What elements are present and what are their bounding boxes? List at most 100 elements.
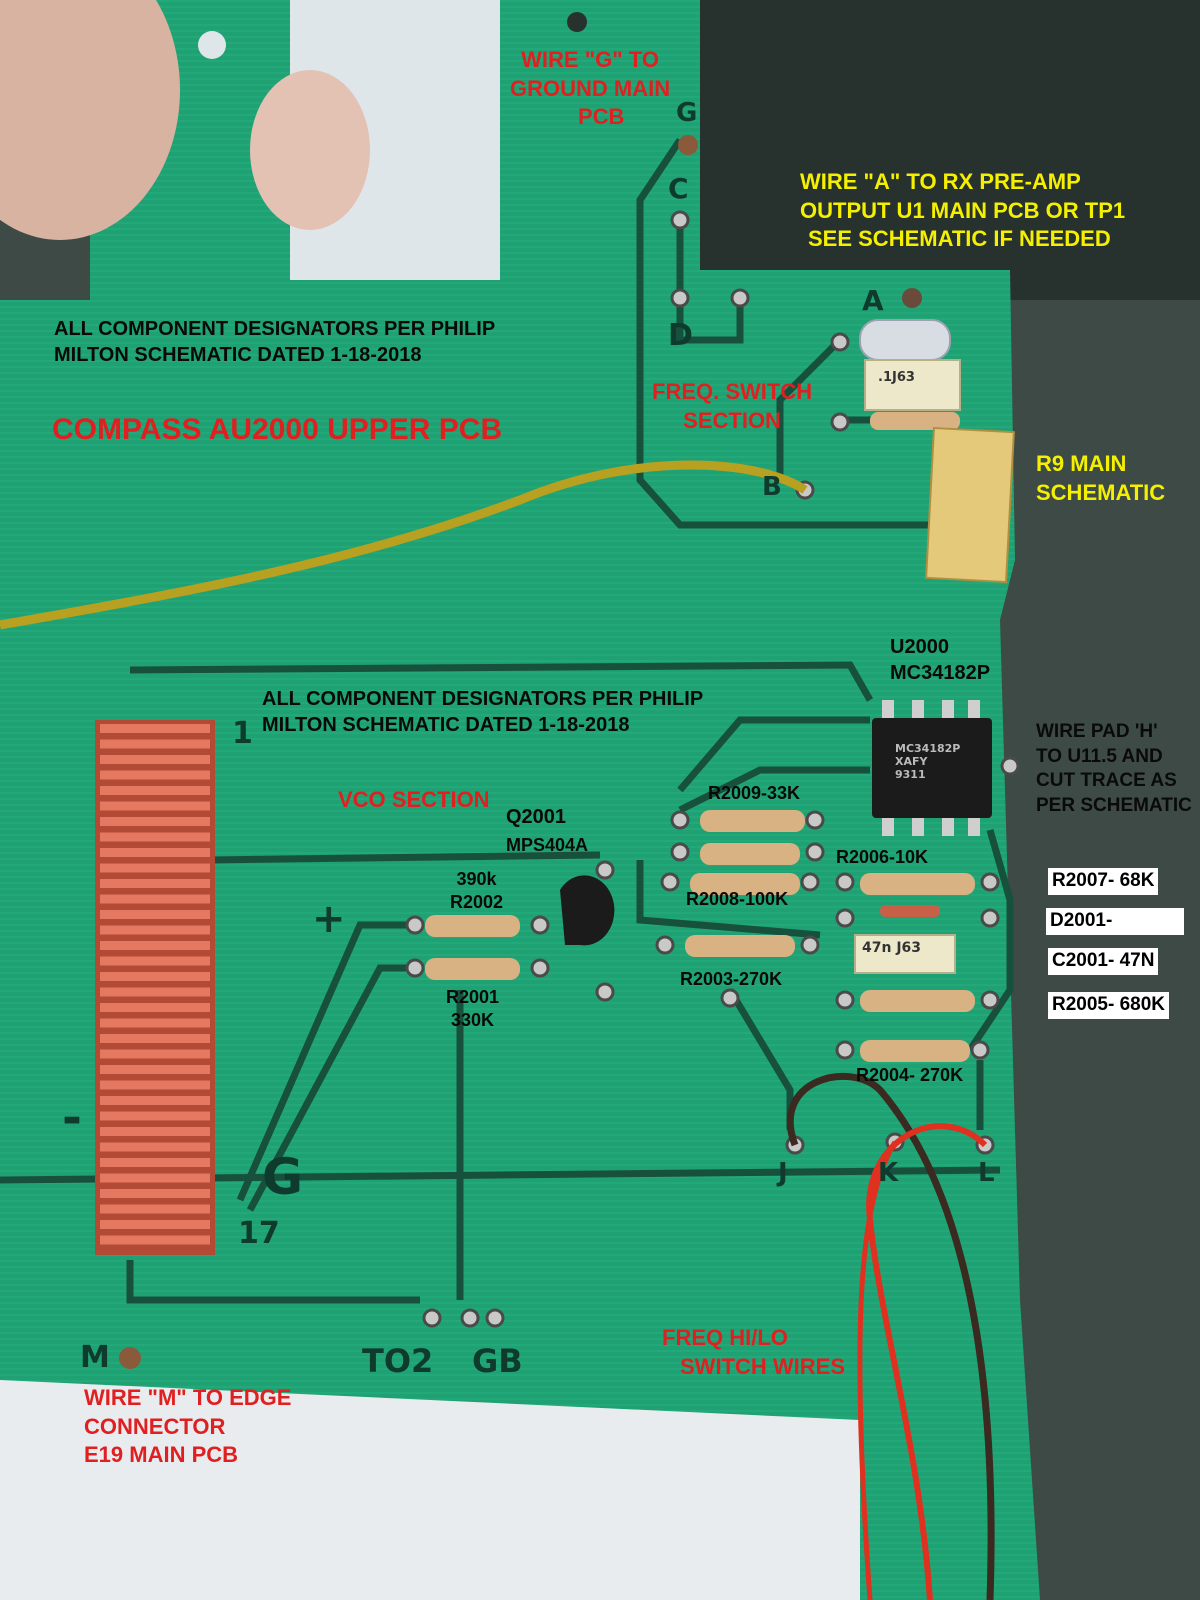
capacitor-film: [864, 359, 961, 411]
header-pin: [100, 724, 210, 733]
header-pin: [100, 832, 210, 842]
header-pin: [100, 879, 210, 888]
annotation-freq-switch: FREQ. SWITCH SECTION: [652, 378, 812, 435]
header-pin: [100, 910, 210, 919]
header-pin: [100, 941, 210, 950]
mount-hole: [198, 31, 226, 59]
silk-plus: +: [312, 896, 346, 942]
pad-a: [902, 288, 922, 308]
annotation-line: WIRE "A" TO RX PRE-AMP: [800, 169, 1081, 194]
annotation-line: SECTION: [683, 407, 781, 433]
annotation-wire-g: WIRE "G" TO GROUND MAIN PCB: [510, 46, 670, 132]
header-pin: [100, 1142, 210, 1152]
header-pin: [100, 1065, 210, 1074]
transistor-q2001: [560, 875, 615, 946]
annotation-line: CUT TRACE AS: [1036, 770, 1177, 792]
header-pin: [100, 1096, 210, 1105]
header-pin: [100, 894, 210, 904]
header-pin: [100, 1034, 210, 1043]
pad-m: [119, 1347, 141, 1369]
header-pin: [100, 987, 210, 997]
ic-marking-line: 9311: [895, 768, 926, 782]
header-pin: [100, 1003, 210, 1012]
annotation-line: SWITCH WIRES: [680, 1353, 845, 1379]
annotation-line: 390k: [456, 869, 497, 889]
header-pin: [100, 863, 210, 873]
annotation-line: R2002: [450, 892, 504, 913]
header-pin: [100, 755, 210, 764]
annotation-line: WIRE "M" TO EDGE: [84, 1385, 292, 1410]
silk-to2: TO2: [362, 1342, 434, 1380]
header-pin: [100, 1235, 210, 1245]
header-pin: [100, 956, 210, 966]
ic-marking-line: XAFY: [895, 755, 928, 769]
ic-u2000: [872, 718, 992, 818]
red-wire: [866, 1123, 988, 1600]
label-r2003: R2003-270K: [680, 969, 783, 989]
ic-pins: [882, 700, 980, 836]
annotation-wire-h: WIRE PAD 'H' TO U11.5 AND CUT TRACE AS P…: [1036, 720, 1192, 819]
header-pin: [100, 817, 210, 826]
silk-m: M: [80, 1340, 110, 1375]
yellow-wire: [0, 460, 808, 630]
annotation-line: TO U11.5 AND: [1036, 745, 1163, 767]
annotation-line: SEE SCHEMATIC IF NEEDED: [808, 226, 1111, 252]
header-pin: [100, 1189, 210, 1198]
annotation-line: R9 MAIN: [1036, 451, 1127, 476]
capacitor-blue: [859, 319, 951, 361]
annotation-vco-section: VCO SECTION: [338, 787, 490, 812]
silk-j: J: [778, 1158, 788, 1188]
red-wire-2: [857, 1140, 898, 1600]
annotation-wire-m: WIRE "M" TO EDGE CONNECTOR E19 MAIN PCB: [84, 1384, 291, 1470]
annotation-line: GROUND MAIN: [510, 75, 671, 101]
header-pin: [100, 848, 210, 857]
resistor-top: [870, 412, 960, 430]
annotation-line: E19 MAIN PCB: [84, 1442, 239, 1468]
annotation-line: PER SCHEMATIC: [1036, 795, 1192, 817]
legend-r2007: R2007- 68K: [1048, 868, 1159, 895]
annotation-u2000: U2000 MC34182P: [890, 634, 990, 686]
ic-marking: MC34182P XAFY 9311: [895, 742, 960, 782]
silk-l: L: [978, 1158, 995, 1188]
annotation-line: SCHEMATIC: [1036, 479, 1166, 505]
annotation-line: ALL COMPONENT DESIGNATORS PER PHILIP: [54, 318, 496, 340]
header-pin: [100, 1049, 210, 1059]
silk-g-big: G: [262, 1148, 304, 1206]
annotation-designators-mid: ALL COMPONENT DESIGNATORS PER PHILIP MIL…: [262, 686, 703, 738]
header-pin: [100, 1127, 210, 1136]
edge-connector-header: [95, 720, 215, 1255]
silk-b: B: [762, 472, 782, 502]
annotation-line: MILTON SCHEMATIC DATED 1-18-2018: [54, 344, 422, 366]
label-r2006: R2006-10K: [836, 847, 929, 867]
annotation-line: OUTPUT U1 MAIN PCB OR TP1: [800, 197, 1126, 223]
board-title: COMPASS AU2000 UPPER PCB: [52, 413, 503, 446]
annotation-line: FREQ. SWITCH: [652, 379, 813, 404]
label-r2004: R2004- 270K: [856, 1065, 964, 1085]
header-pin: [100, 770, 210, 780]
annotation-line: WIRE "G" TO: [521, 47, 659, 72]
ic-marking-line: MC34182P: [895, 742, 961, 755]
legend-r2005: R2005- 680K: [1048, 992, 1170, 1019]
background-glass: [700, 0, 1200, 300]
silk-a: A: [862, 284, 884, 317]
label-r2001: R2001 330K: [446, 986, 499, 1033]
resistors: [425, 810, 975, 1062]
header-pin: [100, 925, 210, 935]
annotation-r9: R9 MAIN SCHEMATIC: [1036, 450, 1165, 507]
silk-pin1: 1: [232, 716, 253, 751]
capacitor-c2001: [854, 934, 956, 974]
header-pin: [100, 1018, 210, 1028]
header-pin: [100, 1111, 210, 1121]
legend-c2001: C2001- 47N: [1048, 948, 1159, 975]
silk-d: D: [668, 318, 693, 353]
annotation-line: R2001: [446, 987, 500, 1007]
silk-minus: -: [62, 1090, 82, 1146]
label-r2009: R2009-33K: [708, 783, 801, 803]
silk-k: K: [878, 1158, 899, 1188]
thumb: [250, 70, 370, 230]
annotation-designators-top: ALL COMPONENT DESIGNATORS PER PHILIP MIL…: [54, 316, 495, 368]
header-pin: [100, 1158, 210, 1167]
annotation-line: MPS404A: [506, 835, 589, 855]
